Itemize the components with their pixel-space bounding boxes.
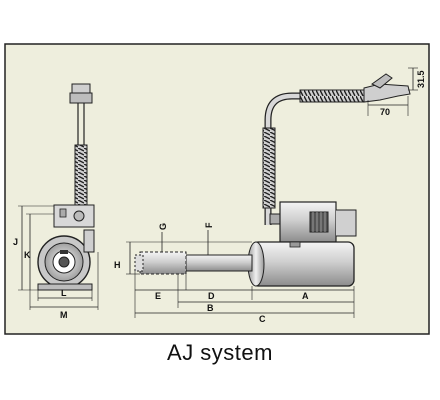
front-view (126, 67, 418, 318)
piston-rod (185, 254, 253, 272)
hose-spring-horizontal (299, 89, 365, 103)
dim-label-g: G (158, 223, 168, 230)
dim-label-b: B (207, 303, 214, 313)
vertical-spring (74, 144, 88, 208)
dim-label-e: E (155, 291, 161, 301)
dim-label-a: A (302, 291, 309, 301)
dim-label-m: M (60, 310, 68, 320)
dim-label-k: K (24, 250, 31, 260)
dim-label-h: H (114, 260, 121, 270)
dim-label-j: J (13, 237, 18, 247)
main-cylinder (251, 241, 355, 287)
dim-label-l: L (61, 288, 67, 298)
side-view (18, 83, 99, 310)
dim-label-f: F (204, 222, 214, 228)
dim-label-c: C (259, 314, 266, 324)
hose-spring-vertical (262, 127, 276, 209)
dim-label-70: 70 (380, 107, 390, 117)
dim-label-31-5: 31.5 (416, 70, 426, 88)
dim-label-d: D (208, 291, 215, 301)
diagram-caption: AJ system (167, 340, 273, 365)
